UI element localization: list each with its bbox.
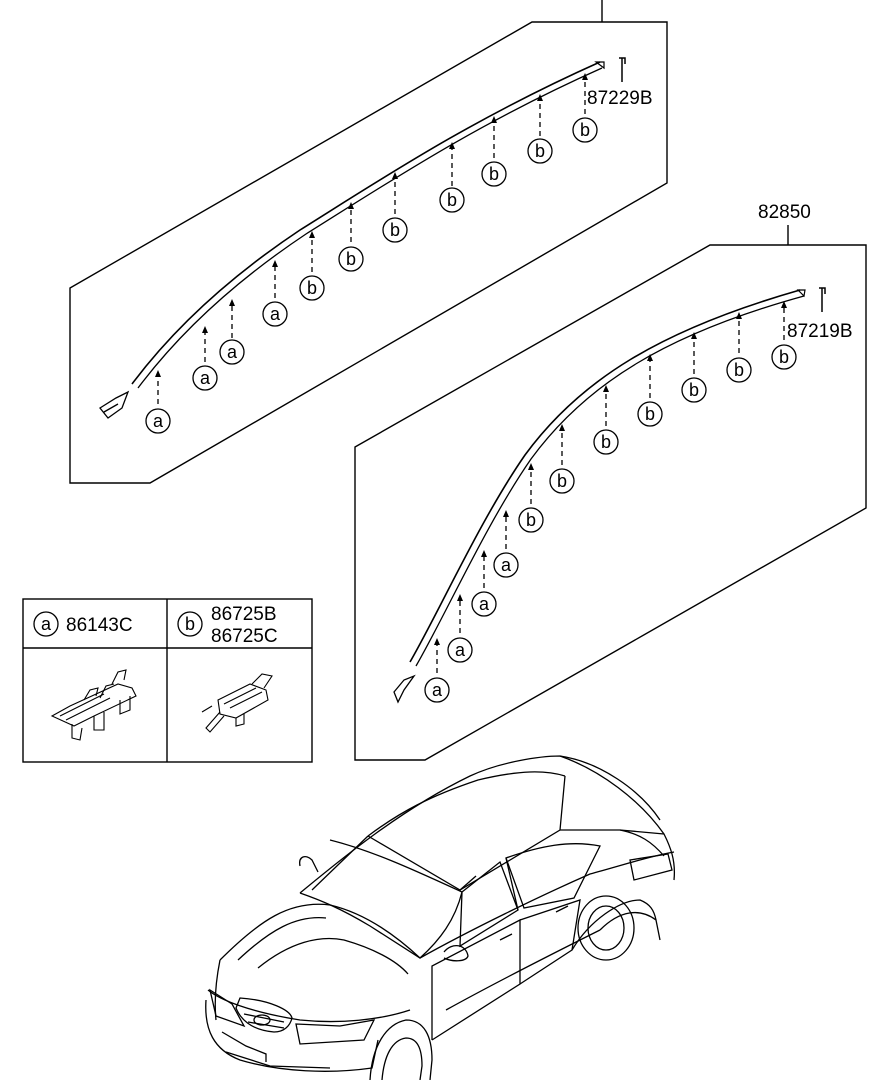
bottom-clip-b-2: b (549, 468, 575, 494)
top-clip-b-7: b (572, 117, 598, 143)
svg-text:a: a (479, 594, 490, 614)
clip-a-illustration (50, 669, 137, 741)
top-clip-b-6: b (527, 138, 553, 164)
legend-part-86143c: 86143C (66, 615, 133, 636)
svg-text:a: a (227, 342, 238, 362)
svg-text:b: b (580, 120, 590, 140)
top-clip-a-4: a (262, 301, 288, 327)
bottom-clip-b-7: b (771, 344, 797, 370)
bottom-clip-b-1: b (518, 507, 544, 533)
bottom-clip-a-1: a (424, 677, 450, 703)
bottom-clip-a-2: a (447, 637, 473, 663)
svg-text:a: a (270, 304, 281, 324)
part-number-82850: 82850 (758, 202, 811, 223)
svg-text:b: b (185, 614, 195, 634)
top-clip-b-3: b (382, 217, 408, 243)
sedan-car-illustration (205, 755, 676, 1080)
svg-text:b: b (346, 249, 356, 269)
bottom-clip-a-3: a (471, 591, 497, 617)
svg-text:b: b (526, 510, 536, 530)
svg-text:a: a (41, 614, 52, 634)
svg-text:a: a (153, 411, 164, 431)
svg-text:b: b (645, 404, 655, 424)
clip-legend-table: a 86143C b 86725B 86725C (22, 598, 313, 763)
svg-text:b: b (689, 380, 699, 400)
svg-text:b: b (779, 347, 789, 367)
svg-text:b: b (390, 220, 400, 240)
bottom-clip-a-4: a (493, 552, 519, 578)
top-clip-b-2: b (338, 246, 364, 272)
bottom-clip-b-6: b (726, 357, 752, 383)
bottom-clip-b-4: b (637, 401, 663, 427)
lower-moulding-panel: 82850 (354, 202, 867, 761)
clip-b-illustration (201, 673, 273, 733)
svg-text:b: b (601, 432, 611, 452)
top-clip-b-1: b (299, 275, 325, 301)
svg-text:b: b (447, 190, 457, 210)
top-clip-a-1: a (145, 408, 171, 434)
legend-part-86725c: 86725C (211, 626, 278, 647)
svg-text:b: b (307, 278, 317, 298)
svg-text:b: b (557, 471, 567, 491)
bottom-clip-b-3: b (593, 429, 619, 455)
svg-text:a: a (432, 680, 443, 700)
bottom-clip-b-5: b (681, 377, 707, 403)
top-clip-b-5: b (481, 161, 507, 187)
svg-text:a: a (200, 368, 211, 388)
svg-text:b: b (734, 360, 744, 380)
part-number-87229b: 87229B (587, 88, 653, 109)
svg-text:a: a (501, 555, 512, 575)
legend-clip-b-symbol: b (177, 611, 203, 637)
svg-text:b: b (535, 141, 545, 161)
top-clip-b-4: b (439, 187, 465, 213)
part-number-87219b: 87219B (787, 321, 853, 342)
top-clip-a-3: a (219, 339, 245, 365)
upper-moulding-panel: a a a a b b b b (69, 0, 668, 484)
top-clip-a-2: a (192, 365, 218, 391)
legend-clip-a-symbol: a (33, 611, 59, 637)
legend-part-86725b: 86725B (211, 604, 277, 625)
svg-text:b: b (489, 164, 499, 184)
svg-text:a: a (455, 640, 466, 660)
